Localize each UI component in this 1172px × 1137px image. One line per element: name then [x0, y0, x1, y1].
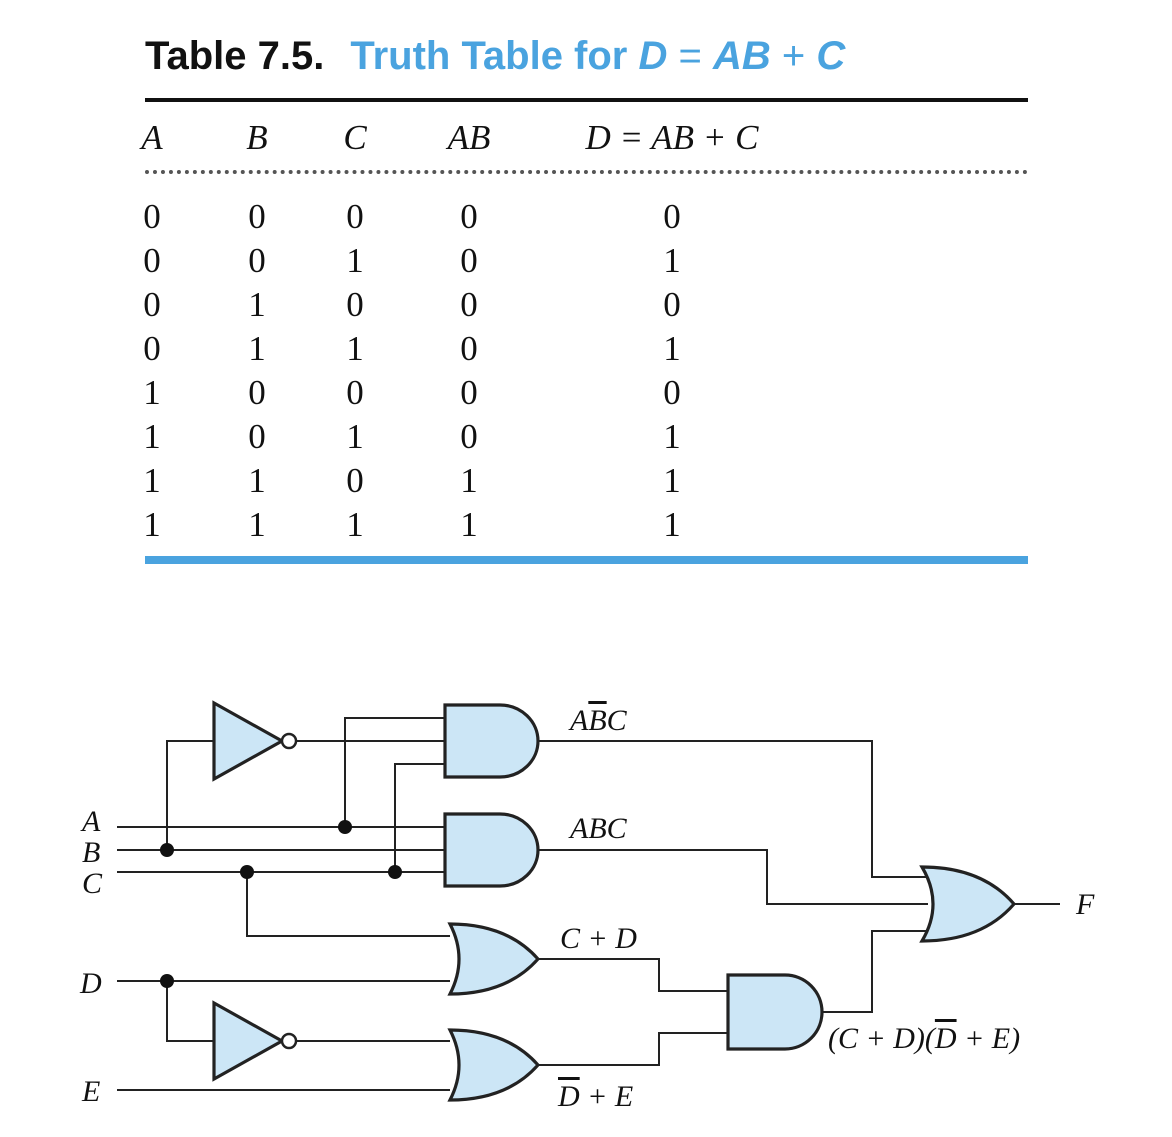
table-cell: 0 — [460, 329, 478, 368]
title-d: D — [638, 34, 668, 78]
table-cell: 0 — [346, 285, 364, 324]
table-cell: 1 — [663, 329, 681, 368]
table-header-cell: A — [141, 118, 163, 157]
label-and2-output: ABC — [568, 812, 628, 845]
output-label-f: F — [1075, 888, 1095, 921]
title-prefix: Truth Table for — [350, 34, 639, 78]
title-c: C — [816, 34, 846, 78]
input-label-b: B — [82, 836, 100, 869]
wire-c-to-or1 — [246, 872, 450, 937]
junction-a — [338, 820, 352, 834]
table-cell: 0 — [143, 285, 161, 324]
table-cell: 1 — [346, 505, 364, 544]
input-label-a: A — [80, 805, 101, 838]
table-cell: 1 — [248, 285, 266, 324]
table-header-cell: C — [343, 118, 367, 157]
table-cell: 1 — [143, 417, 161, 456]
table-header-cell: B — [246, 118, 268, 157]
table-cell: 0 — [460, 241, 478, 280]
junctions — [160, 820, 402, 988]
table-cell: 0 — [460, 417, 478, 456]
title-eq: = — [667, 34, 713, 78]
table-cell: 0 — [663, 373, 681, 412]
table-caption: Table 7.5. Truth Table for D = AB + C — [145, 34, 845, 79]
junction-c-and — [388, 865, 402, 879]
table-number: Table 7.5. — [145, 34, 325, 78]
not-gate-b — [212, 700, 298, 782]
wire-a-to-and1 — [344, 717, 445, 827]
table-cell: 1 — [248, 505, 266, 544]
input-label-c: C — [82, 867, 103, 900]
and-gate-3 — [726, 973, 824, 1051]
label-and3-output: (C + D)(D + E) — [828, 1022, 1020, 1055]
table-cell: 1 — [663, 505, 681, 544]
and-gate-2 — [443, 812, 540, 888]
wire-and1-out — [538, 740, 928, 878]
wire-and3-out — [822, 930, 928, 1013]
not-gate-d — [212, 1000, 298, 1082]
table-cell: 0 — [346, 461, 364, 500]
table-header-cell: D = AB + C — [585, 118, 759, 157]
junction-b — [160, 843, 174, 857]
table-cell: 1 — [248, 329, 266, 368]
or-gate-1 — [447, 922, 541, 996]
and-gate-1 — [443, 703, 540, 779]
table-cell: 1 — [346, 417, 364, 456]
table-cell: 0 — [663, 285, 681, 324]
wire-or2-out — [538, 1032, 728, 1066]
table-header-cell: AB — [447, 118, 491, 157]
inverter-b-body — [212, 700, 286, 782]
input-label-e: E — [81, 1075, 100, 1108]
table-bottom-rule — [145, 556, 1028, 564]
junction-c-or — [240, 865, 254, 879]
label-or2-output: D + E — [557, 1080, 633, 1113]
table-top-rule — [145, 98, 1028, 102]
inverter-d-bubble — [280, 1032, 298, 1050]
table-cell: 0 — [248, 417, 266, 456]
table-cell: 1 — [143, 373, 161, 412]
table-cell: 1 — [663, 417, 681, 456]
table-cell: 0 — [143, 241, 161, 280]
inverter-d-body — [212, 1000, 286, 1082]
wire-b-to-inverter — [166, 740, 214, 850]
table-cell: 1 — [460, 505, 478, 544]
table-cell: 0 — [143, 329, 161, 368]
label-and1-output: ABC — [568, 704, 628, 737]
table-title: Truth Table for D = AB + C — [350, 34, 845, 78]
table-cell: 0 — [248, 373, 266, 412]
table-cell: 0 — [248, 241, 266, 280]
input-label-d: D — [79, 967, 102, 1000]
title-plus: + — [770, 34, 817, 78]
table-cell: 0 — [663, 197, 681, 236]
or-gate-2 — [447, 1028, 541, 1102]
junction-d — [160, 974, 174, 988]
inverter-b-bubble — [280, 732, 298, 750]
table-cell: 0 — [248, 197, 266, 236]
table-cell: 1 — [346, 241, 364, 280]
table-cell: 1 — [663, 241, 681, 280]
table-cell: 0 — [460, 285, 478, 324]
table-cell: 0 — [460, 373, 478, 412]
table-cell: 0 — [460, 197, 478, 236]
wire-c-to-and1 — [394, 763, 445, 872]
wire-or1-out — [538, 958, 728, 992]
table-cell: 1 — [143, 461, 161, 500]
title-ab: AB — [712, 34, 771, 78]
wire-and2-out — [538, 849, 928, 905]
table-cell: 0 — [143, 197, 161, 236]
table-cell: 1 — [460, 461, 478, 500]
table-cell: 1 — [248, 461, 266, 500]
label-or1-output: C + D — [560, 922, 637, 955]
table-cell: 1 — [346, 329, 364, 368]
table-cell: 1 — [143, 505, 161, 544]
wire-d-to-inverter — [166, 981, 214, 1042]
table-cell: 0 — [346, 197, 364, 236]
table-header-divider — [145, 170, 1028, 174]
or-gate-output — [919, 865, 1017, 943]
table-cell: 0 — [346, 373, 364, 412]
table-cell: 1 — [663, 461, 681, 500]
